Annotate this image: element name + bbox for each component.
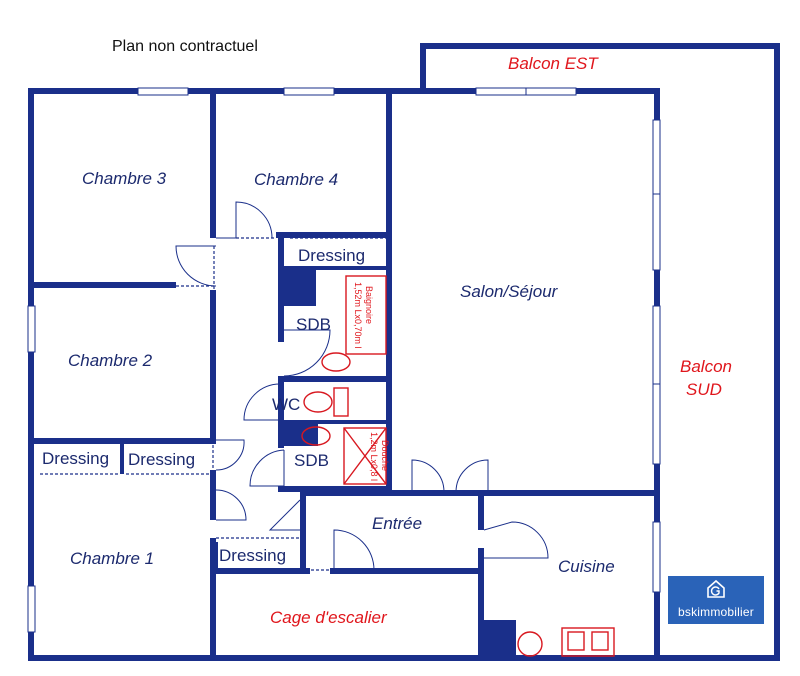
door-kitchen [483, 521, 549, 559]
bath-size: 1,52m Lx0,70m l [353, 282, 363, 349]
label-dressing-top: Dressing [298, 246, 365, 265]
label-dressing-a: Dressing [42, 449, 109, 468]
window-ch3 [137, 87, 189, 96]
windows [27, 87, 661, 633]
label-sdb-lower: SDB [294, 451, 329, 470]
window-kitchen [652, 521, 661, 593]
door-ch4 [216, 201, 273, 239]
window-east-1 [652, 119, 661, 195]
window-east-2 [652, 193, 661, 271]
kitchen-sink-basin-1 [567, 631, 585, 651]
wall-ch3-ch4 [210, 88, 216, 238]
shower-size: 1,2m Lx0,8 l [369, 432, 379, 481]
label-dressing-bottom: Dressing [219, 546, 286, 565]
wall-bath-left [278, 232, 284, 342]
wall-entree-left [300, 490, 306, 570]
plan-caption: Plan non contractuel [112, 38, 258, 55]
door-ch1 [215, 489, 247, 521]
wall-top [28, 88, 660, 94]
logo-text: bskimmobilier [678, 605, 754, 619]
toilet-tank [333, 387, 349, 417]
window-ch2 [27, 305, 36, 353]
wall-dressing-bottom-2 [216, 568, 310, 574]
walls [28, 43, 780, 661]
shower-cross-2 [343, 427, 387, 485]
label-entree: Entrée [372, 514, 422, 533]
kitchen-duct [482, 620, 516, 660]
house-g-icon [707, 579, 725, 598]
wall-sdb2-bottom [278, 486, 390, 492]
wall-bottom [28, 655, 780, 661]
doors [40, 201, 549, 571]
sink-sdb2 [301, 426, 331, 446]
label-cuisine: Cuisine [558, 557, 615, 576]
sink-sdb1 [321, 352, 351, 372]
wall-corridor-left-2 [210, 470, 216, 520]
label-sdb-upper: SDB [296, 315, 331, 334]
bath-annotation: 1,52m Lx0,70m l Baignoire [353, 282, 374, 349]
wall-ch4-bottom [276, 232, 390, 238]
wall-ch1-right [210, 538, 216, 658]
wall-entree-bottom [330, 568, 480, 574]
door-sdb1 [283, 329, 331, 377]
door-entree-side [268, 499, 301, 531]
wall-kitchen-left-top [478, 490, 484, 530]
wall-kitchen-left [478, 548, 484, 658]
door-sdb2 [249, 449, 285, 487]
window-salon-a [475, 87, 527, 96]
door-wc [243, 383, 281, 421]
wall-left [28, 88, 34, 660]
shower-annotation: 1,2m Lx0,8 l Douche [369, 432, 390, 481]
bath-duct [282, 268, 316, 306]
label-chambre-1: Chambre 1 [70, 549, 154, 568]
door-salon-left [411, 459, 445, 493]
label-wc: WC [272, 395, 300, 414]
label-dressing-b: Dressing [128, 450, 195, 469]
bath-type: Baignoire [364, 286, 374, 324]
wall-dressing-divider [120, 444, 124, 474]
door-ch3 [175, 245, 217, 287]
balcony-right-wall [774, 43, 780, 661]
wall-dressing-left-2 [214, 542, 218, 572]
fixtures [301, 275, 615, 657]
label-chambre-2: Chambre 2 [68, 351, 153, 370]
label-chambre-4: Chambre 4 [254, 170, 338, 189]
window-ch4 [283, 87, 335, 96]
stove [517, 631, 543, 657]
window-east-4 [652, 383, 661, 465]
wall-ch3-bottom [28, 282, 176, 288]
wall-salon-left [386, 88, 392, 490]
wall-corridor-left [210, 290, 216, 440]
kitchen-sink-basin-2 [591, 631, 609, 651]
label-cage-escalier: Cage d'escalier [270, 608, 388, 627]
bathtub [345, 275, 387, 355]
label-chambre-3: Chambre 3 [82, 169, 167, 188]
agency-logo: bskimmobilier [668, 576, 764, 624]
wall-wc-top [284, 376, 388, 382]
wall-wc-bottom [284, 420, 388, 424]
door-entree [333, 529, 375, 571]
window-ch1 [27, 585, 36, 633]
kitchen-sink [561, 627, 615, 657]
label-salon: Salon/Séjour [460, 282, 559, 301]
door-ch2 [215, 439, 245, 471]
wall-wc-left [278, 376, 284, 424]
wall-ch2-bottom [28, 438, 216, 444]
balcony-top-wall [420, 43, 780, 49]
door-salon-right [455, 459, 489, 493]
label-balcon-sud-1: Balcon [680, 357, 732, 376]
label-balcon-sud-2: SUD [686, 380, 722, 399]
label-balcon-est: Balcon EST [508, 54, 599, 73]
shower-type: Douche [380, 440, 390, 471]
shower [343, 427, 387, 485]
window-salon-b [525, 87, 577, 96]
toilet [303, 391, 333, 413]
balcony-left-wall [420, 43, 426, 93]
window-east-3 [652, 305, 661, 385]
wall-sdb2-left [278, 424, 284, 448]
